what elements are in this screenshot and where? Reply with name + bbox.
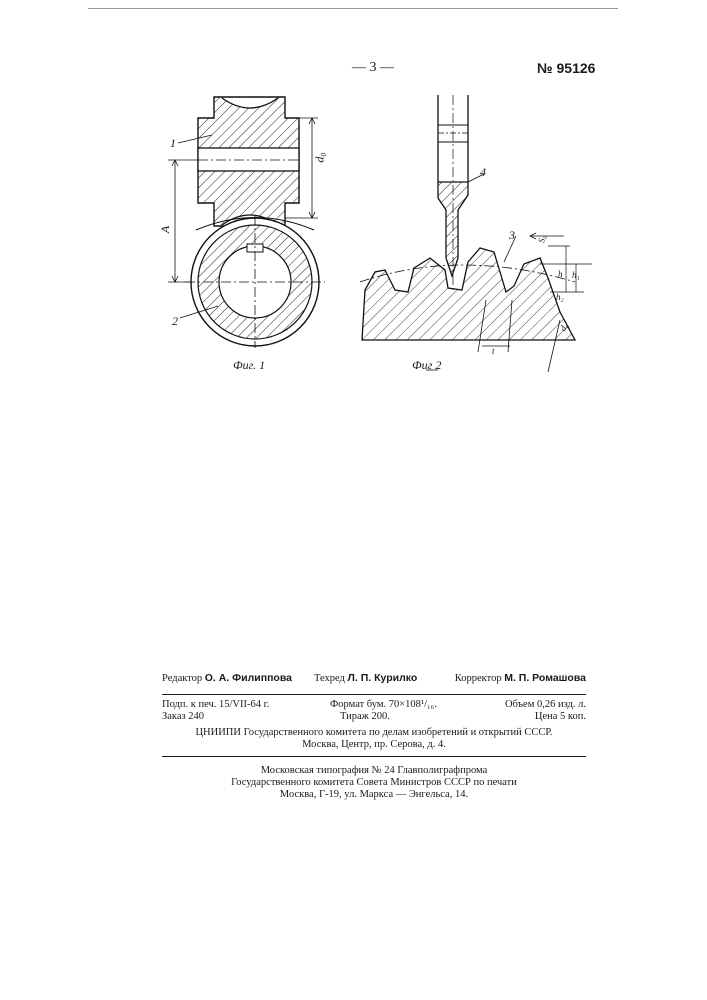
label-h: h [558, 269, 563, 279]
imprint-order: Заказ 240 [162, 711, 204, 722]
label-part-3: 3 [509, 228, 515, 243]
label-part-4: 4 [480, 165, 486, 180]
imprint-signed: Подп. к печ. 15/VII-64 г. [162, 699, 269, 710]
figure-2-drawing [0, 0, 707, 400]
corrector-credit: Корректор М. П. Ромашова [455, 672, 586, 684]
imprint-print-run: Тираж 200. [340, 711, 390, 722]
printer-line1: Московская типография № 24 Главполиграфп… [162, 765, 586, 776]
label-h2: h₂ [556, 292, 564, 302]
imprint-price: Цена 5 коп. [535, 711, 586, 722]
imprint-volume: Объем 0,26 изд. л. [505, 699, 586, 710]
techred-name: Л. П. Курилко [348, 672, 418, 684]
imprint-rule-top [162, 694, 586, 695]
imprint-format: Формат бум. 70×108¹/₁₆. [330, 699, 437, 710]
imprint-rule-bottom [162, 756, 586, 757]
editor-name: О. А. Филиппова [205, 672, 292, 684]
label-t: t [492, 346, 495, 356]
figure-2-caption: Фиг 2 [412, 358, 441, 373]
editor-label: Редактор [162, 673, 202, 684]
printer-line2: Государственного комитета Совета Министр… [162, 777, 586, 788]
label-s0: S₀ [536, 234, 547, 243]
techred-label: Техред [314, 673, 345, 684]
techred-credit: Техред Л. П. Курилко [314, 672, 417, 684]
gear-rim-part [360, 248, 575, 340]
imprint-staff-line: Редактор О. А. Филиппова Техред Л. П. Ку… [162, 672, 586, 686]
label-h1: h₁ [572, 270, 580, 280]
imprint-institute-line2: Москва, Центр, пр. Серова, д. 4. [162, 739, 586, 750]
corrector-name: М. П. Ромашова [504, 672, 586, 684]
imprint-institute-line1: ЦНИИПИ Государственного комитета по дела… [162, 727, 586, 738]
corrector-label: Корректор [455, 673, 502, 684]
editor-credit: Редактор О. А. Филиппова [162, 672, 292, 684]
printer-line3: Москва, Г-19, ул. Маркса — Энгельса, 14. [162, 789, 586, 800]
